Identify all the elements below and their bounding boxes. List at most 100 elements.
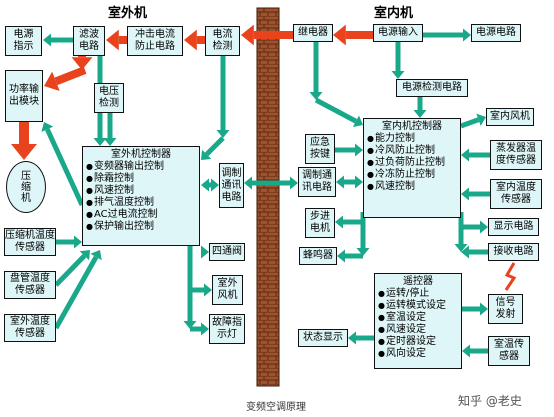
arrow-power-detect-to-controller: [413, 97, 427, 118]
indoor-comm-circuit-box: 调制通讯电路: [298, 167, 336, 197]
arrow-room-temp-sensor-to-remote: [462, 344, 488, 358]
indoor-controller-title: 室内机控制器: [382, 121, 442, 132]
indoor-fan-box: 室内风机: [486, 108, 534, 126]
outdoor-controller: 室外机控制器 变频器输出控制除霜控制风速控制排气温度控制AC过电流控制保护输出控…: [82, 146, 200, 246]
buzzer-box: 蜂鸣器: [299, 247, 337, 265]
evaporator-temp-sensor-box: 蒸发器温度传感器: [490, 140, 542, 170]
indoor-unit-title: 室内机: [374, 6, 414, 21]
box-label-line: 调制通: [302, 170, 332, 181]
list-item: 过负荷防止控制: [367, 157, 445, 169]
remote-controller: 遥控器 运转/停止运转模式设定室温设定风速设定定时器设定风向设定: [374, 273, 462, 369]
power-module-box: 功率输出模块: [5, 70, 43, 122]
box-label-line: 电源电路: [476, 27, 516, 38]
arrow-controller-output-bus-indoor: [356, 212, 370, 256]
box-label-line: 应急: [310, 137, 330, 148]
arrows-layer: [11, 24, 517, 358]
box-label-line: 传感器: [15, 242, 45, 253]
list-item: 风向设定: [378, 348, 446, 360]
box-label-line: 电路: [221, 191, 242, 203]
arrow-controller-to-buzzer: [337, 249, 363, 263]
box-label-line: 机: [21, 192, 31, 204]
arrow-power-input-to-power-circuit: [423, 28, 471, 42]
list-item: 风速设定: [378, 324, 446, 336]
box-label-line: 发射: [495, 309, 516, 320]
arrow-current-detect-vertical: [216, 56, 230, 138]
arrow-voltage-detect-to-controller: [103, 113, 117, 146]
arrow-controller-to-indoor-fan: [460, 113, 486, 129]
box-label-line: 防止电路: [135, 41, 175, 52]
diagram-caption: 变频空调原理: [246, 402, 306, 413]
box-label-line: 冲击电流: [135, 29, 175, 40]
signal-emit-box: 信号发射: [488, 294, 523, 324]
arrow-coil-temp-to-controller: [54, 250, 90, 287]
list-item: 变频器输出控制: [86, 161, 164, 173]
arrow-controller-to-power-module: [41, 122, 85, 207]
box-label-line: 功率输: [9, 84, 39, 95]
outdoor-current-detect-box: 电流检测: [205, 26, 240, 56]
arrow-controller-to-four-way-valve: [201, 245, 209, 259]
surge-protect-box: 冲击电流防止电路: [127, 26, 183, 56]
box-label-line: 电流: [212, 29, 233, 40]
receiver-circuit-box: 接收电路: [488, 243, 539, 261]
outdoor-fan-box: 室外风机: [212, 275, 243, 305]
arrow-comm-link-across-wall: [244, 176, 298, 190]
list-item: 风速控制: [86, 185, 164, 197]
box-label-line: 电压: [99, 86, 119, 97]
list-item: 能力控制: [367, 133, 445, 145]
arrow-relay-to-current-detect: [241, 24, 293, 46]
display-circuit-box: 显示电路: [488, 218, 539, 236]
box-label-line: 调制: [221, 167, 242, 179]
box-label-line: 蒸发器温: [496, 143, 536, 154]
arrow-power-input-to-relay: [333, 24, 373, 46]
box-label-line: 蜂鸣器: [303, 250, 333, 261]
box-label-line: 压: [21, 170, 31, 182]
box-label-line: 电路: [79, 41, 99, 52]
outdoor-temp-sensor-box: 室外温度传感器: [4, 314, 56, 342]
box-label-line: 继电器: [298, 27, 328, 38]
box-label-line: 讯电路: [302, 182, 332, 193]
box-label-line: 缩: [21, 181, 31, 193]
arrow-controller-io-bus: [454, 212, 468, 252]
box-label-line: 传感器: [15, 328, 45, 339]
relay-box: 继电器: [293, 24, 333, 42]
arrow-filter-to-power-module: [44, 66, 87, 92]
indoor-controller: 室内机控制器 能力控制冷风防止控制过负荷防止控制冷冻防止控制风速控制: [363, 118, 461, 218]
ir-signal-bolt-icon: [504, 262, 517, 291]
watermark: 知乎 @老史: [458, 394, 522, 408]
box-label-line: 步进: [310, 211, 330, 222]
list-item: 运转模式设定: [378, 300, 446, 312]
box-label-line: 室内温度: [496, 182, 536, 193]
arrow-current-detect-to-surge: [184, 29, 205, 51]
box-label-line: 显示电路: [493, 221, 534, 232]
box-label-line: 电源检测电路: [402, 82, 462, 93]
list-item: 排气温度控制: [86, 197, 164, 209]
box-label-line: 传感器: [15, 285, 45, 296]
list-item: 冷风防止控制: [367, 145, 445, 157]
box-label-line: 故障指: [212, 317, 242, 328]
arrow-remote-to-signal-emit: [462, 302, 488, 316]
arrow-outdoor-temp-to-controller: [53, 250, 102, 330]
box-label-line: 传感器: [501, 194, 531, 205]
arrow-room-temp-to-controller: [461, 187, 490, 201]
compressor-temp-sensor-box: 压缩机温度传感器: [4, 228, 56, 256]
compressor-box: 压缩机: [6, 161, 46, 213]
arrow-filter-down: [71, 56, 93, 70]
box-label-line: 电源: [13, 29, 34, 40]
four-way-valve-box: 四通阀: [209, 243, 245, 261]
room-temp-sensor-remote-box: 室温传感器: [488, 336, 530, 366]
stepper-motor-box: 步进电机: [305, 208, 335, 238]
box-label-line: 滤波: [79, 29, 99, 40]
arrow-controller-comm: [201, 178, 219, 192]
box-label-line: 压缩机温度: [5, 230, 55, 241]
box-label-line: 四通阀: [212, 246, 242, 257]
arrow-power-module-to-compressor: [11, 122, 37, 160]
list-item: AC过电流控制: [86, 209, 164, 221]
filter-circuit-box: 滤波电路: [73, 26, 105, 56]
arrow-comm-to-controller: [336, 175, 363, 189]
box-label-line: 示灯: [217, 329, 237, 340]
list-item: 除霜控制: [86, 173, 164, 185]
power-detect-box: 电源检测电路: [396, 79, 468, 97]
box-label-line: 室外温度: [10, 316, 50, 327]
arrow-surge-to-filter: [106, 29, 127, 51]
